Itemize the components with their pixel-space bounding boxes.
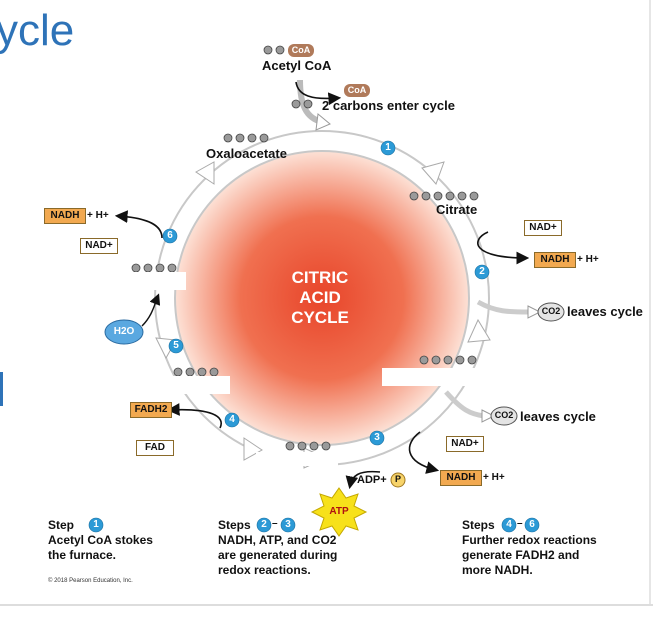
entry-arrowhead bbox=[315, 113, 331, 131]
coa-text: CoA bbox=[291, 45, 311, 55]
slide-edge-line bbox=[649, 0, 651, 604]
copyright: © 2018 Pearson Education, Inc. bbox=[48, 578, 133, 584]
co2-oval-2 bbox=[490, 406, 518, 426]
four-carbon-left-upper bbox=[131, 263, 177, 273]
coa-badge bbox=[288, 44, 314, 57]
four-carbon-bottom bbox=[285, 441, 331, 451]
citrate-label: Citrate bbox=[436, 202, 478, 217]
note-step1-number: 1 bbox=[93, 519, 99, 530]
citrate-carbons bbox=[409, 191, 479, 201]
nadh-carrier-step6: NADH bbox=[44, 208, 86, 224]
slide-title: ycle bbox=[0, 6, 75, 55]
h2o-oval bbox=[104, 319, 144, 345]
note-steps23-dash: – bbox=[272, 518, 278, 529]
acetyl-coa-label: Acetyl CoA bbox=[262, 58, 332, 73]
step2-redox-arrow bbox=[477, 231, 530, 265]
two-carbons-label: 2 carbons enter cycle bbox=[322, 98, 455, 113]
leaves-cycle-label-1: leaves cycle bbox=[567, 304, 643, 319]
redacted-box-right-lower bbox=[382, 368, 506, 386]
nadh-carrier-step3: NADH bbox=[440, 470, 482, 486]
step-number-4: 4 bbox=[229, 414, 235, 425]
h-plus-step2: + H+ bbox=[577, 254, 599, 265]
note-steps46-text: Further redox reactions generate FADH2 a… bbox=[462, 533, 597, 577]
acetyl-carbons bbox=[263, 45, 313, 109]
co2-arrowhead-2 bbox=[481, 409, 496, 423]
step-number-2: 2 bbox=[479, 266, 485, 277]
fad-carrier: FAD bbox=[136, 440, 174, 456]
h-plus-step6: + H+ bbox=[87, 210, 109, 221]
h-plus-step3: + H+ bbox=[483, 472, 505, 483]
co2-arrow-2 bbox=[444, 390, 485, 419]
note-steps46-title: Steps bbox=[462, 518, 495, 532]
redacted-box-left bbox=[128, 272, 186, 290]
note-steps23-title: Steps bbox=[218, 518, 251, 532]
atp-text: ATP bbox=[329, 506, 349, 517]
step4-redox-arrow bbox=[166, 403, 222, 429]
co2-arrowhead-1 bbox=[527, 305, 542, 319]
note-steps46-dash: – bbox=[517, 518, 523, 529]
h2o-text: H2O bbox=[113, 326, 135, 337]
leaves-cycle-label-2: leaves cycle bbox=[520, 409, 596, 424]
adp-text: ADP+ bbox=[357, 474, 387, 486]
step6-redox-arrow bbox=[114, 210, 163, 239]
note-steps46-b: 6 bbox=[529, 519, 535, 530]
step-number-1: 1 bbox=[385, 142, 391, 153]
nad-carrier-step3: NAD+ bbox=[446, 436, 484, 452]
cycle-center-label: CITRIC ACID CYCLE bbox=[291, 268, 349, 327]
note-step1-text: Acetyl CoA stokes the furnace. bbox=[48, 533, 153, 562]
h2o-arrow bbox=[141, 293, 161, 327]
slide-bottom-line bbox=[0, 604, 653, 606]
left-edge-mark bbox=[0, 372, 3, 406]
coa-text-released: CoA bbox=[347, 85, 367, 95]
note-steps23-b: 3 bbox=[285, 519, 291, 530]
note-step1-title: Step bbox=[48, 518, 75, 532]
co2-text-1: CO2 bbox=[541, 306, 561, 316]
atp-burst bbox=[310, 487, 368, 537]
nadh-carrier-step2: NADH bbox=[534, 252, 576, 268]
note-steps46-a: 4 bbox=[506, 519, 512, 530]
step3-redox-arrow bbox=[408, 431, 440, 474]
nad-carrier-step2: NAD+ bbox=[524, 220, 562, 236]
step-number-3: 3 bbox=[374, 432, 380, 443]
step-number-5: 5 bbox=[173, 340, 179, 351]
phosphate-circle bbox=[390, 472, 406, 488]
five-carbon-molecule bbox=[419, 355, 477, 365]
oxaloacetate-label: Oxaloacetate bbox=[206, 146, 287, 161]
co2-oval-1 bbox=[537, 302, 565, 322]
atp-arrow bbox=[345, 470, 381, 490]
note-steps23-a: 2 bbox=[261, 519, 267, 530]
nad-carrier-step6: NAD+ bbox=[80, 238, 118, 254]
redacted-box-left-lower bbox=[172, 376, 230, 394]
note-steps23-text: NADH, ATP, and CO2 are generated during … bbox=[218, 533, 338, 577]
step-circles bbox=[88, 140, 540, 533]
coa-release-arrow bbox=[295, 81, 342, 106]
fadh2-carrier: FADH2 bbox=[130, 402, 172, 418]
step-number-6: 6 bbox=[167, 230, 173, 241]
coa-badge-released bbox=[344, 84, 370, 97]
four-carbon-left-lower bbox=[173, 367, 219, 377]
co2-text-2: CO2 bbox=[494, 410, 514, 420]
oxaloacetate-carbons bbox=[223, 133, 269, 143]
co2-arrow-1 bbox=[476, 299, 531, 315]
phosphate-text: P bbox=[394, 474, 401, 484]
redacted-box-bottom bbox=[256, 452, 338, 466]
